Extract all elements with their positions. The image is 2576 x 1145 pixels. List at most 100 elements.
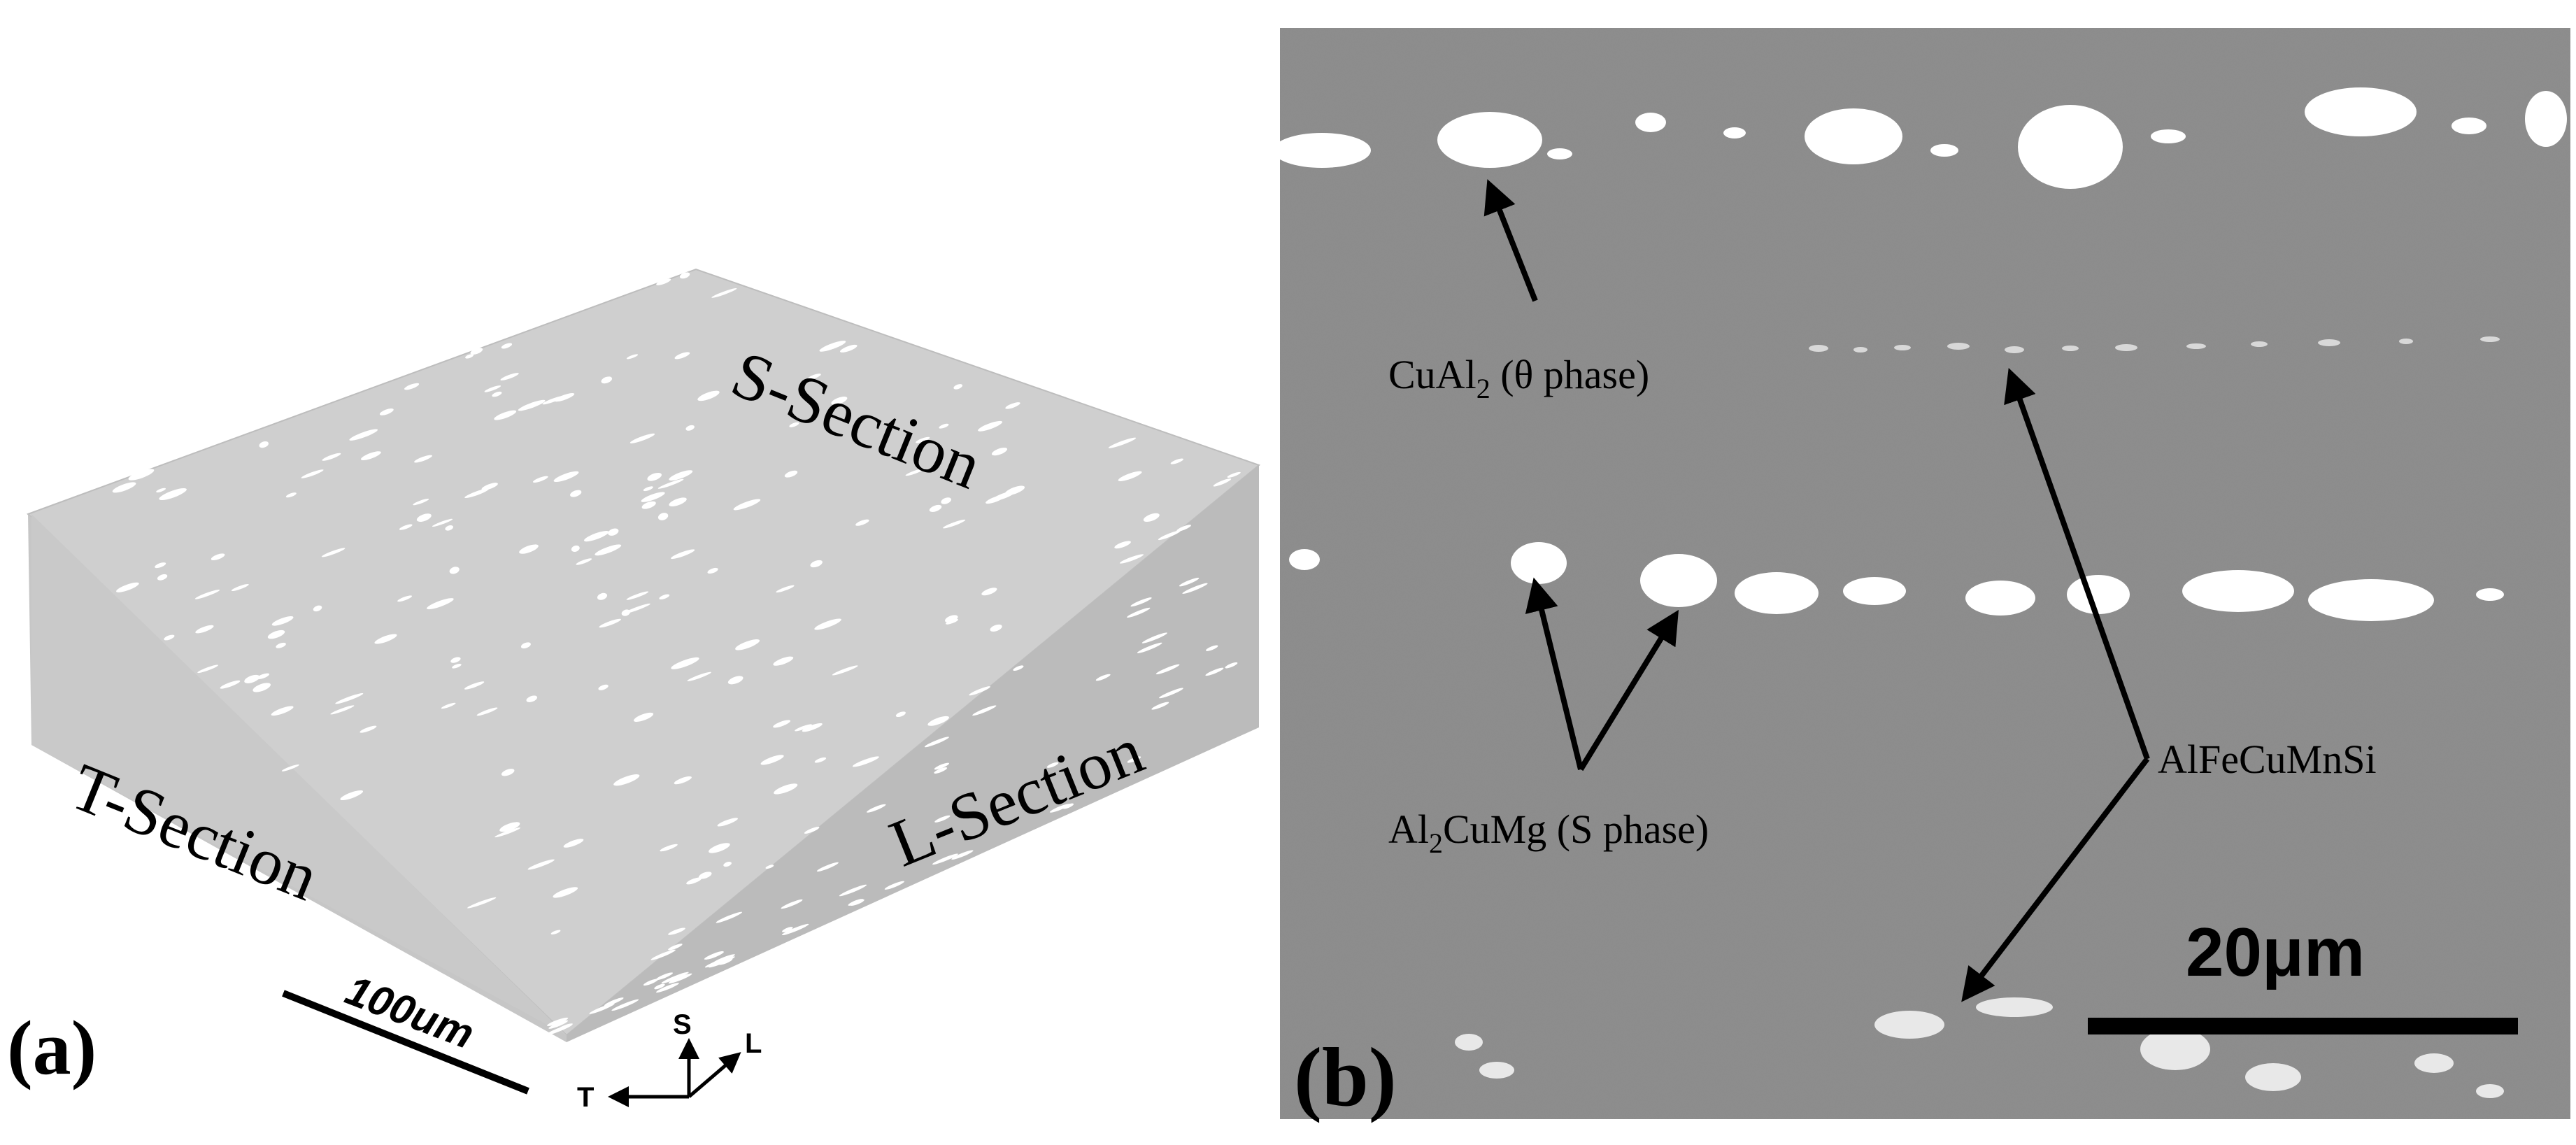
block-particle [934, 815, 951, 823]
block-particle [716, 911, 743, 923]
block-particle [704, 951, 724, 960]
block-particle [946, 618, 958, 625]
block-particle [1114, 541, 1131, 549]
theta-phase-label: CuAl2 (θ phase) [1388, 352, 1649, 404]
block-particle [674, 776, 692, 785]
block-particle [501, 769, 515, 776]
block-particle [657, 513, 669, 520]
block-particle [852, 756, 879, 767]
block-particle [1213, 478, 1232, 487]
block-particle [654, 983, 665, 990]
block-particle [807, 374, 821, 380]
block-particle [669, 497, 687, 506]
block-particle [697, 390, 720, 401]
block-particle [340, 790, 364, 801]
scale-bar-b-label: 20μm [2186, 913, 2365, 990]
block-particle [1182, 583, 1208, 594]
block-particle [519, 544, 539, 554]
axis-l-label: L [745, 1028, 762, 1059]
block-particle [704, 955, 734, 968]
block-particle [197, 664, 218, 674]
block-particle [941, 497, 951, 504]
block-particle [1155, 664, 1180, 675]
block-particle [330, 705, 355, 715]
block-particle [934, 762, 950, 770]
block-particle [992, 491, 1015, 501]
panel-b: CuAl2 (θ phase) Al2CuMg (S phase) AlFeCu… [1273, 28, 2570, 1123]
block-particle [981, 588, 997, 596]
block-particle [727, 676, 743, 685]
block-particle [717, 818, 739, 827]
particle-band-top [1273, 87, 2567, 189]
block-particle [698, 872, 712, 879]
block-particle [259, 441, 269, 448]
block-particle [1143, 513, 1160, 522]
block-particle [518, 399, 546, 411]
block-particle [735, 639, 760, 650]
block-particle [776, 585, 795, 593]
block-particle [641, 501, 656, 509]
sem-image-background [1280, 28, 2570, 1119]
block-front-lower [31, 514, 567, 1035]
panel-b-label: (b) [1294, 1030, 1397, 1123]
block-particle [943, 519, 966, 529]
block-particle [285, 492, 297, 498]
block-particle [520, 642, 531, 649]
block-particle [934, 767, 948, 774]
block-particle [661, 972, 689, 984]
block-particle [657, 478, 684, 489]
block-particle [674, 352, 690, 360]
block-particle [450, 657, 461, 663]
block-particle [1176, 525, 1191, 532]
block-particle [583, 531, 609, 542]
block-particle [895, 711, 906, 718]
block-particle [656, 278, 671, 285]
block-particle [707, 567, 718, 574]
s-phase-label: Al2CuMg (S phase) [1388, 806, 1709, 859]
block-particle [733, 499, 761, 511]
block-particle [795, 724, 812, 732]
block-particle [589, 1003, 615, 1014]
block-particle [112, 482, 136, 493]
block-particle [774, 783, 798, 795]
arrow-s-phase-right [1578, 609, 1679, 771]
microstructure-block [27, 268, 1261, 1042]
block-particle [867, 804, 886, 813]
scale-bar-b: 20μm [2088, 913, 2518, 1034]
block-particle [452, 663, 462, 669]
block-particle [464, 488, 490, 499]
block-particle [563, 839, 584, 848]
block-particle [128, 469, 155, 481]
block-particle [789, 422, 799, 427]
block-particle [668, 927, 685, 935]
block-particle [709, 843, 730, 853]
block-particle [360, 451, 381, 460]
block-particle [397, 595, 413, 602]
block-particle [547, 1017, 569, 1026]
block-particle [1179, 578, 1200, 587]
block-particle [211, 553, 225, 561]
block-particle [819, 341, 846, 352]
block-particle [244, 674, 260, 683]
block-particle [399, 524, 413, 530]
block-particle [623, 603, 650, 614]
block-particle [595, 544, 622, 556]
block-particle [927, 716, 950, 726]
sem-particle-bands [1273, 87, 2567, 1098]
block-particle [360, 725, 377, 733]
block-particle [271, 706, 294, 716]
block-particle [349, 429, 378, 441]
panel-a: S-Section T-Section L-Section 100um S T … [7, 268, 1261, 1113]
block-particle [679, 272, 690, 279]
panel-a-label: (a) [7, 1005, 97, 1090]
block-particle [449, 567, 460, 574]
block-particle [831, 397, 848, 405]
block-particle [660, 844, 678, 852]
block-particle [939, 423, 949, 429]
block-particle [301, 469, 324, 478]
block-particle [164, 634, 175, 641]
arrow-alfe-down [1961, 757, 2150, 1002]
block-particle [1049, 804, 1070, 813]
block-particle [414, 455, 432, 463]
